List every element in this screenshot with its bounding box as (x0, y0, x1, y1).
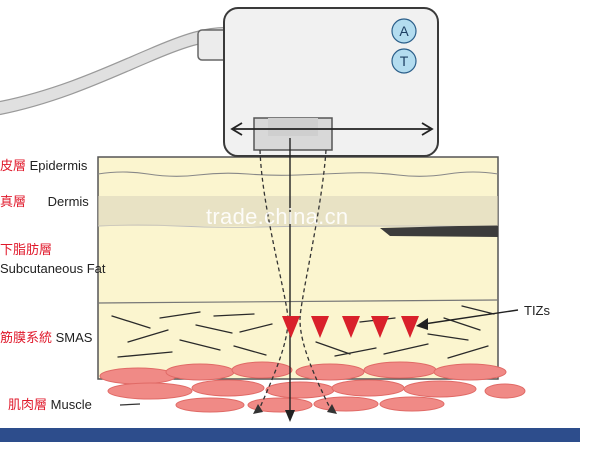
button-a-label: A (399, 23, 409, 39)
device-cable (0, 27, 233, 115)
epidermis-boundary (97, 171, 499, 177)
layer-label-en: Muscle (50, 397, 92, 412)
layer-label-en: Epidermis (29, 158, 88, 173)
button-t[interactable]: T (391, 48, 417, 74)
button-t-label: T (400, 53, 409, 69)
layer-label-cn: 筋膜系統 (0, 330, 53, 345)
muscle-leader-line (119, 403, 141, 406)
layer-label-cn: 真層 (0, 194, 27, 209)
tiz-marker (371, 316, 389, 338)
motion-arrow (230, 122, 434, 136)
muscle-layer (99, 361, 526, 413)
layer-label-epidermis: 皮層 Epidermis (0, 158, 87, 173)
beam-arrowhead-right (327, 404, 337, 414)
smas-fibers (111, 305, 495, 359)
smas-boundary (97, 299, 499, 304)
layer-label-cn: 下脂肪層 (0, 242, 53, 257)
beam-arrowhead-left (253, 404, 263, 414)
layer-label-cn: 肌肉層 (8, 397, 48, 412)
layer-label-smas: 筋膜系統 SMAS (0, 330, 92, 345)
skin-block (97, 156, 499, 380)
tiz-marker (342, 316, 360, 338)
layer-label-dermis: 真層 Dermis (0, 194, 89, 209)
tiz-pointer-arrowhead (416, 318, 428, 330)
tiz-marker (401, 316, 419, 338)
layer-label-en: Dermis (47, 194, 89, 209)
layer-label-en: Subcutaneous Fat (0, 261, 106, 276)
tiz-marker (311, 316, 329, 338)
watermark-band (98, 196, 498, 226)
watermark-text: trade.china.cn (206, 204, 349, 229)
layer-label-subcutaneous-fat: 下脂肪層 Subcutaneous Fat (0, 242, 106, 276)
tiz-markers (282, 316, 419, 338)
layer-label-muscle: 肌肉層 Muscle (8, 397, 92, 412)
ground-bar (0, 428, 580, 442)
button-a[interactable]: A (391, 18, 417, 44)
ultrasound-beams (257, 149, 333, 413)
layer-label-cn: 皮層 (0, 158, 27, 173)
layer-label-en: SMAS (55, 330, 93, 345)
tiz-pointer-line (423, 309, 519, 325)
tiz-marker (282, 316, 300, 338)
tizs-label: TIZs (524, 303, 550, 318)
center-beam-arrowhead (285, 410, 295, 422)
dermis-band (380, 225, 498, 237)
